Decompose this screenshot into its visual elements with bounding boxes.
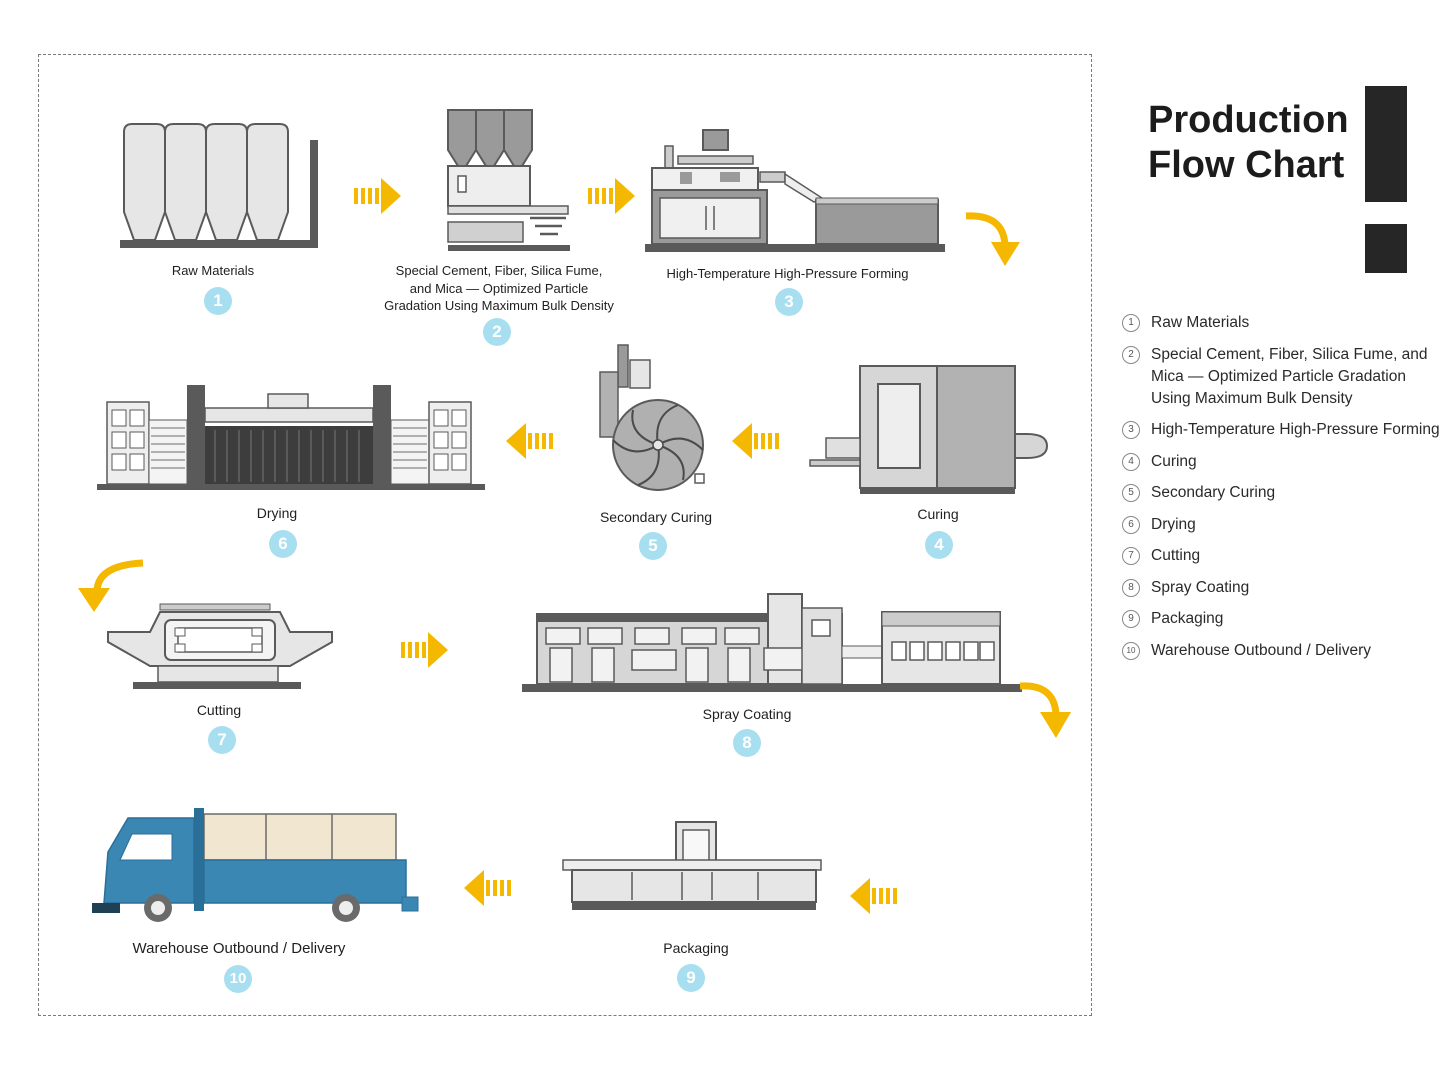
legend-item: 8 Spray Coating [1120, 577, 1440, 599]
step-badge-7: 7 [208, 726, 236, 754]
legend-text: Raw Materials [1151, 314, 1250, 331]
legend-item: 10 Warehouse Outbound / Delivery [1120, 640, 1440, 662]
hopper-mixer-illustration [447, 109, 570, 251]
silos-illustration [120, 123, 318, 248]
legend-text: Drying [1151, 515, 1196, 533]
step-label-curing: Curing [917, 506, 959, 522]
legend-text: Warehouse Outbound / Delivery [1151, 641, 1371, 659]
step-label-raw-materials: Raw Materials [171, 263, 255, 278]
step-badge-10: 10 [224, 965, 252, 993]
legend-item: 6 Drying [1120, 514, 1440, 536]
arrow-right-7-8 [401, 632, 448, 668]
curved-arrow-3-4 [965, 212, 1020, 266]
packaging-machine-illustration [562, 821, 822, 910]
step-badge-5: 5 [639, 532, 667, 560]
legend-item: 4 Curing [1120, 451, 1440, 473]
legend-number: 2 [1122, 345, 1140, 364]
legend-text: High-Temperature High-Pressure Forming [1151, 421, 1440, 438]
step-badge-2: 2 [483, 318, 511, 346]
legend-item: 5 Secondary Curing [1120, 482, 1440, 504]
step-badge-6: 6 [269, 530, 297, 558]
step-badge-4: 4 [925, 531, 953, 559]
page-title: Production Flow Chart [1148, 98, 1358, 188]
legend-item: 7 Cutting [1120, 545, 1440, 567]
curved-arrow-8-9 [1019, 682, 1071, 738]
title-line-1: Production [1148, 99, 1349, 141]
legend-text: Cutting [1151, 547, 1201, 564]
legend-number: 10 [1122, 641, 1140, 660]
step-label-delivery: Warehouse Outbound / Delivery [132, 940, 346, 957]
legend-text: Packaging [1151, 610, 1224, 627]
legend-item: 3 High-Temperature High-Pressure Forming [1120, 419, 1440, 441]
step-label-drying: Drying [256, 505, 298, 521]
title-line-2: Flow Chart [1148, 144, 1345, 186]
spray-coating-line-illustration [522, 593, 1022, 692]
step-badge-3: 3 [775, 288, 803, 316]
step-label-packaging: Packaging [663, 940, 729, 956]
step-label-mixing: Special Cement, Fiber, Silica Fume, and … [384, 263, 614, 313]
arrow-right-2-3 [588, 178, 635, 214]
legend-number: 1 [1122, 314, 1140, 332]
legend-text: Curing [1151, 452, 1197, 470]
title-accent-bar-small [1365, 224, 1407, 273]
arrow-left-incoming-9 [850, 878, 897, 914]
step-label-secondary-curing: Secondary Curing [599, 509, 713, 525]
legend-number: 6 [1122, 515, 1140, 534]
legend-number: 3 [1122, 421, 1140, 439]
curved-arrow-6-7 [78, 559, 144, 612]
step-label-cutting: Cutting [196, 702, 242, 718]
delivery-truck-illustration [92, 808, 419, 922]
step-label-forming: High-Temperature High-Pressure Forming [666, 266, 909, 281]
step-badge-1: 1 [204, 287, 232, 315]
cutting-machine-illustration [107, 603, 333, 689]
legend-number: 7 [1122, 547, 1140, 565]
secondary-curing-fan-illustration [599, 344, 705, 491]
legend-number: 9 [1122, 610, 1140, 628]
legend-item: 2 Special Cement, Fiber, Silica Fume, and… [1120, 344, 1440, 410]
arrow-left-9-10 [464, 870, 511, 906]
legend-item: 9 Packaging [1120, 608, 1440, 630]
arrow-left-4-5 [732, 423, 779, 459]
legend-text: Special Cement, Fiber, Silica Fume, and … [1151, 345, 1428, 407]
legend-number: 5 [1122, 484, 1140, 502]
title-accent-bar-large [1365, 86, 1407, 202]
legend-text: Spray Coating [1151, 578, 1250, 596]
arrow-left-5-6 [506, 423, 553, 459]
legend-number: 4 [1122, 452, 1140, 471]
legend-item: 1 Raw Materials [1120, 312, 1440, 334]
step-label-spray-coating: Spray Coating [702, 706, 792, 722]
drying-plant-illustration [97, 385, 485, 490]
step-badge-9: 9 [677, 964, 705, 992]
legend-number: 8 [1122, 578, 1140, 597]
step-badge-8: 8 [733, 729, 761, 757]
diagram-frame [38, 54, 1092, 1016]
forming-press-illustration [645, 129, 945, 252]
curing-chamber-illustration [809, 365, 1049, 494]
legend-text: Secondary Curing [1151, 484, 1276, 501]
legend: 1 Raw Materials 2 Special Cement, Fiber, S… [1120, 312, 1440, 671]
arrow-right-1-2 [354, 178, 401, 214]
